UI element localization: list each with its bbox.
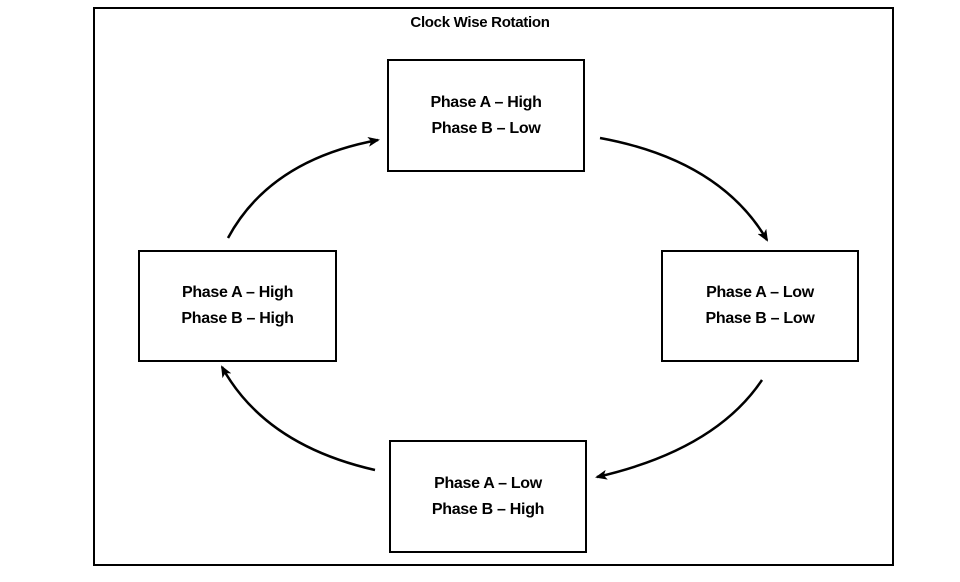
arrow-right-to-bottom xyxy=(595,379,764,480)
state-box-right: Phase A – Low Phase B – Low xyxy=(661,250,859,362)
state-right-phase-a: Phase A – Low xyxy=(706,284,814,301)
state-top-phase-a: Phase A – High xyxy=(430,93,542,111)
state-box-left: Phase A – High Phase B – High xyxy=(138,250,337,362)
arrow-top-to-right xyxy=(599,136,769,242)
state-left-phase-b: Phase B – High xyxy=(181,310,294,327)
state-top-phase-b: Phase B – Low xyxy=(431,119,541,137)
diagram-frame xyxy=(93,7,894,566)
state-box-top: Phase A – High Phase B – Low xyxy=(387,59,585,172)
diagram-title: Clock Wise Rotation xyxy=(410,14,550,31)
state-bottom-phase-a: Phase A – Low xyxy=(434,474,542,492)
state-right-phase-b: Phase B – Low xyxy=(705,310,815,327)
arrow-bottom-to-left xyxy=(220,365,376,472)
state-left-phase-a: Phase A – High xyxy=(181,284,294,301)
arrow-left-to-top xyxy=(226,136,380,239)
state-box-bottom: Phase A – Low Phase B – High xyxy=(389,440,587,553)
state-bottom-phase-b: Phase B – High xyxy=(431,500,545,518)
